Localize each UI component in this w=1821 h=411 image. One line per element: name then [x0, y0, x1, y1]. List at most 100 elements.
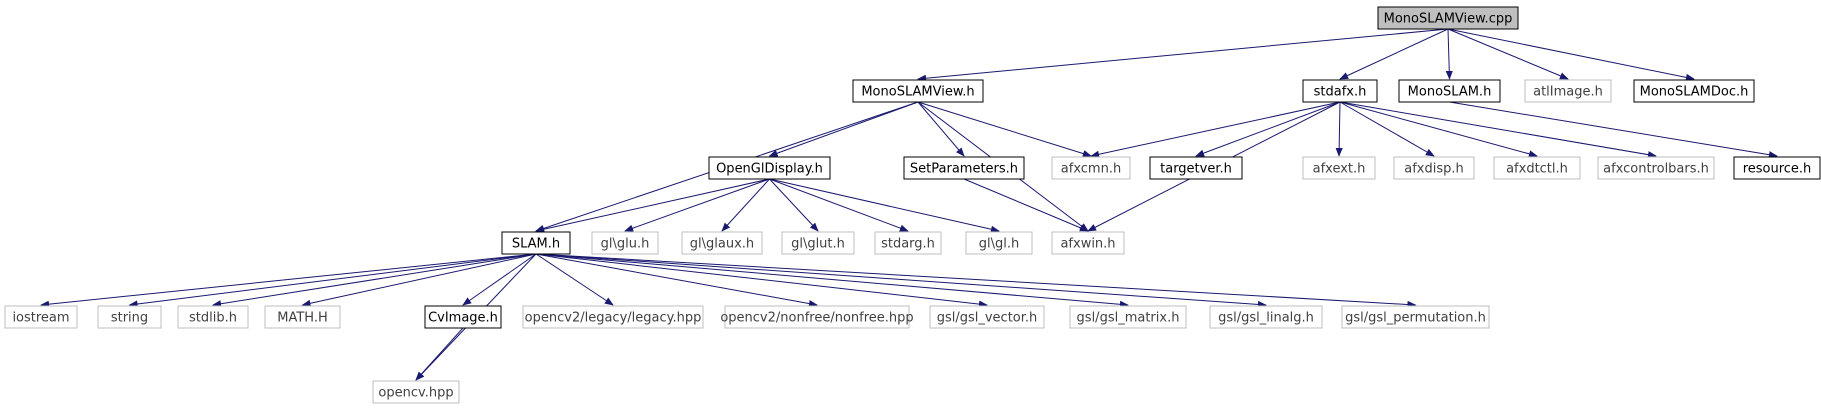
- node-monoslamview-h[interactable]: MonoSLAMView.h: [852, 79, 984, 103]
- edge-slam-h-to-iostream: [40, 253, 537, 308]
- edge-openglDisplay-h-to-stdarg-h: [769, 178, 909, 232]
- node-iostream: iostream: [4, 305, 78, 329]
- node-label: gl\glut.h: [791, 237, 845, 252]
- node-label: afxext.h: [1313, 162, 1366, 177]
- node-cvimage-h[interactable]: CvImage.h: [424, 305, 502, 329]
- node-label: opencv2/legacy/legacy.hpp: [525, 311, 702, 326]
- node-label: gsl/gsl_permutation.h: [1345, 311, 1486, 326]
- node-box: [591, 231, 659, 255]
- edge-stdafx-h-to-afxcmn-h: [1090, 101, 1341, 158]
- node-box: [1393, 156, 1475, 180]
- node-box: [852, 79, 984, 103]
- node-label: opencv.hpp: [378, 386, 453, 401]
- edge-stdafx-h-to-afxext-h: [1335, 101, 1343, 157]
- node-stdlib-h: stdlib.h: [177, 305, 249, 329]
- node-opencv-hpp: opencv.hpp: [372, 380, 460, 404]
- node-glu-h: gl\glu.h: [591, 231, 659, 255]
- node-label: resource.h: [1743, 162, 1812, 177]
- node-box: [1733, 156, 1821, 180]
- edge-slam-h-to-gsl-vector-h: [535, 253, 988, 308]
- edge-cvimage-h-to-opencv-hpp: [415, 327, 464, 381]
- node-label: stdafx.h: [1314, 85, 1367, 100]
- edge-stdafx-h-to-afxcontrolbars-h: [1339, 101, 1657, 159]
- edge-monoslamview-h-to-afxcmn-h: [917, 101, 1092, 158]
- edge-stdafx-h-to-afxdisp-h: [1339, 101, 1435, 157]
- edge-root-to-atlimage-h: [1447, 28, 1569, 80]
- edge-root-to-monoslamview-h: [917, 28, 1449, 82]
- node-slam-h[interactable]: SLAM.h: [501, 231, 571, 255]
- node-box: [781, 231, 855, 255]
- node-label: gl\glaux.h: [690, 237, 754, 252]
- node-afxdisp-h: afxdisp.h: [1393, 156, 1475, 180]
- node-setparameters-h[interactable]: SetParameters.h: [903, 156, 1025, 180]
- node-label: gsl/gsl_linalg.h: [1218, 311, 1314, 326]
- node-atlimage-h: atlImage.h: [1524, 79, 1612, 103]
- node-box: [1302, 156, 1376, 180]
- node-box: [874, 231, 942, 255]
- node-label: gsl/gsl_matrix.h: [1077, 311, 1180, 326]
- node-box: [1209, 305, 1323, 329]
- node-afxcontrolbars-h: afxcontrolbars.h: [1597, 156, 1715, 180]
- node-stdafx-h[interactable]: stdafx.h: [1302, 79, 1378, 103]
- node-label: MonoSLAMView.h: [861, 85, 974, 100]
- node-monoslamdoc-h[interactable]: MonoSLAMDoc.h: [1633, 79, 1755, 103]
- node-resource-h[interactable]: resource.h: [1733, 156, 1821, 180]
- node-box: [1149, 156, 1243, 180]
- edge-monoslam-h-to-resource-h: [1449, 101, 1778, 159]
- node-label: opencv2/nonfree/nonfree.hpp: [720, 311, 913, 326]
- node-box: [1493, 156, 1581, 180]
- node-label: stdlib.h: [189, 311, 237, 326]
- edge-openglDisplay-h-to-gl-h: [769, 178, 1000, 233]
- node-box: [1051, 156, 1131, 180]
- node-label: afxdtctl.h: [1506, 162, 1568, 177]
- node-box: [1341, 305, 1490, 329]
- edge-slam-h-to-stdlib-h: [212, 253, 537, 308]
- node-legacy-hpp: opencv2/legacy/legacy.hpp: [522, 305, 704, 329]
- edge-slam-h-to-gsl-linalg-h: [535, 253, 1267, 309]
- node-box: [1069, 305, 1187, 329]
- node-math-h: MATH.H: [264, 305, 341, 329]
- node-monoslam-h[interactable]: MonoSLAM.h: [1398, 79, 1501, 103]
- edges-layer: [40, 28, 1778, 381]
- edge-slam-h-to-legacy-hpp: [535, 253, 614, 306]
- node-afxcmn-h: afxcmn.h: [1051, 156, 1131, 180]
- node-box: [522, 305, 704, 329]
- node-gsl-permutation-h: gsl/gsl_permutation.h: [1341, 305, 1490, 329]
- node-box: [4, 305, 78, 329]
- node-box: [1524, 79, 1612, 103]
- node-openglDisplay-h[interactable]: OpenGlDisplay.h: [708, 156, 831, 180]
- node-gsl-vector-h: gsl/gsl_vector.h: [929, 305, 1045, 329]
- node-afxwin-h: afxwin.h: [1051, 231, 1125, 255]
- node-label: gl\gl.h: [979, 237, 1019, 252]
- node-glaux-h: gl\glaux.h: [681, 231, 763, 255]
- node-box: [724, 305, 910, 329]
- node-string: string: [97, 305, 162, 329]
- node-label: afxcontrolbars.h: [1603, 162, 1709, 177]
- edge-openglDisplay-h-to-glaux-h: [721, 178, 770, 232]
- edge-root-to-monoslamdoc-h: [1447, 28, 1695, 81]
- node-label: MonoSLAMView.cpp: [1384, 12, 1513, 27]
- edge-openglDisplay-h-to-slam-h: [535, 178, 770, 233]
- edge-slam-h-to-string: [128, 253, 537, 308]
- edge-slam-h-to-nonfree-hpp: [535, 253, 818, 308]
- node-label: afxwin.h: [1060, 237, 1115, 252]
- edge-slam-h-to-gsl-permutation-h: [535, 253, 1417, 309]
- node-box: [177, 305, 249, 329]
- edge-openglDisplay-h-to-glu-h: [624, 178, 770, 232]
- node-label: afxdisp.h: [1404, 162, 1464, 177]
- edge-root-to-monoslam-h: [1445, 28, 1453, 80]
- node-box: [708, 156, 831, 180]
- node-label: SLAM.h: [512, 237, 560, 252]
- node-root[interactable]: MonoSLAMView.cpp: [1377, 6, 1519, 30]
- edge-monoslamview-h-to-openglDisplay-h: [768, 101, 919, 157]
- node-box: [424, 305, 502, 329]
- node-label: MATH.H: [277, 311, 328, 326]
- node-gsl-matrix-h: gsl/gsl_matrix.h: [1069, 305, 1187, 329]
- node-label: afxcmn.h: [1061, 162, 1121, 177]
- node-label: targetver.h: [1160, 162, 1232, 177]
- edge-stdafx-h-to-targetver-h: [1195, 101, 1341, 157]
- node-glut-h: gl\glut.h: [781, 231, 855, 255]
- edge-slam-h-to-math-h: [301, 253, 537, 307]
- node-box: [1398, 79, 1501, 103]
- node-targetver-h[interactable]: targetver.h: [1149, 156, 1243, 180]
